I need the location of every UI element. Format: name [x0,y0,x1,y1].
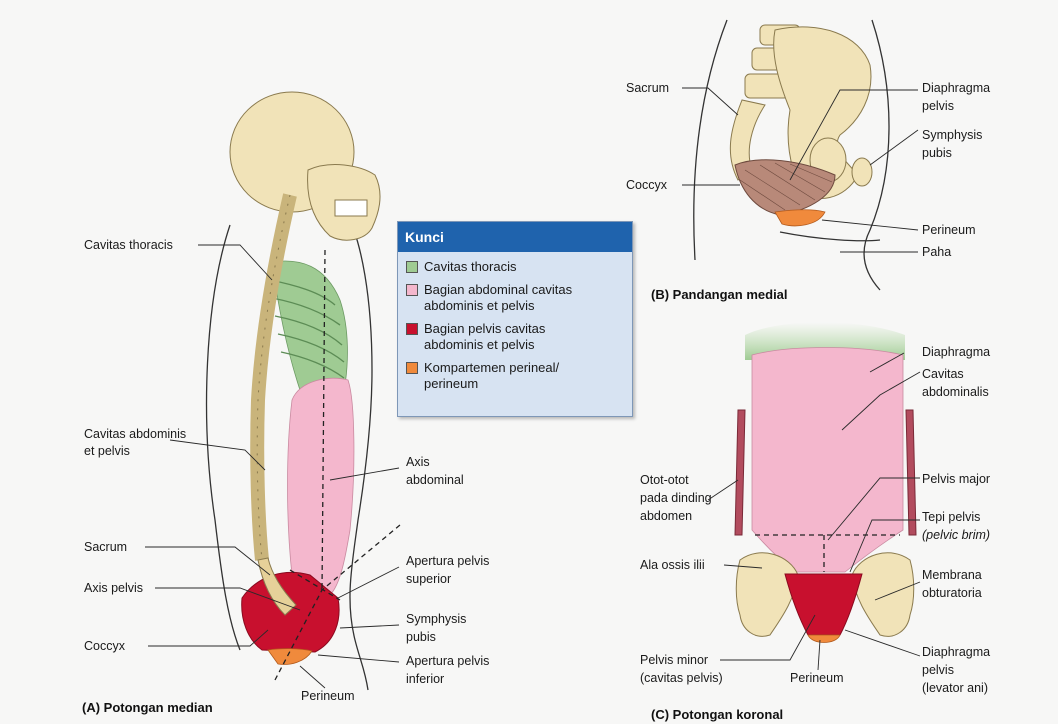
label-diaphragma-pelvis-b-line2: pelvis [922,99,954,113]
abdominal-wall-right [906,410,916,535]
abdominal-cavity-c [752,348,903,573]
label-diaphragma-pelvis-c-line1: Diaphragma [922,645,990,659]
caption-panel-c: (C) Potongan koronal [651,707,783,722]
pelvic-cavity-c [785,574,862,635]
label-perineum-c: Perineum [790,671,844,685]
vertebral-column [257,195,290,560]
label-cavitas-thoracis: Cavitas thoracis [84,238,173,252]
abdominal-cavity [288,378,354,595]
label-axis-abdominal-line1: Axis [406,455,430,469]
label-membrana-line1: Membrana [922,568,982,582]
label-pelvis-major: Pelvis major [922,472,990,486]
symphysis-pubis-b [852,158,872,186]
label-tepi-pelvis-line1: Tepi pelvis [922,510,980,524]
perineal-compartment [268,649,312,665]
label-coccyx-a: Coccyx [84,639,126,653]
label-symphysis-a-line1: Symphysis [406,612,466,626]
caption-panel-a: (A) Potongan median [82,700,213,715]
label-sacrum-b: Sacrum [626,81,669,95]
body-outline-b [694,20,727,260]
label-apertura-inferior-line1: Apertura pelvis [406,654,489,668]
label-sacrum-a: Sacrum [84,540,127,554]
legend-box: Kunci Cavitas thoracis Bagian abdominal … [397,221,633,417]
label-cavitas-abdominis-line2: et pelvis [84,444,130,458]
label-axis-pelvis: Axis pelvis [84,581,143,595]
legend-swatch-green [406,261,418,273]
label-tepi-pelvis-line2: (pelvic brim) [922,528,990,542]
label-membrana-line2: obturatoria [922,586,982,600]
abdominal-wall-left [735,410,745,535]
label-apertura-superior-line1: Apertura pelvis [406,554,489,568]
legend-swatch-red [406,323,418,335]
label-pelvis-minor-line2: (cavitas pelvis) [640,671,723,685]
panel-a-median-section [207,92,400,690]
legend-swatch-pink [406,284,418,296]
label-ala-ossis-ilii: Ala ossis ilii [640,558,705,572]
legend-text: Kompartemen perineal/perineum [424,360,559,392]
label-coccyx-b: Coccyx [626,178,668,192]
label-symphysis-a-line2: pubis [406,630,436,644]
label-perineum-b: Perineum [922,223,976,237]
thigh-lower-b [780,232,880,241]
label-pelvis-minor-line1: Pelvis minor [640,653,708,667]
label-axis-abdominal-line2: abdominal [406,473,464,487]
label-cavitas-abdominalis-line2: abdominalis [922,385,989,399]
label-cavitas-abdominis-line1: Cavitas abdominis [84,427,186,441]
label-perineum-a: Perineum [301,689,355,703]
caption-panel-b: (B) Pandangan medial [651,287,788,302]
label-paha: Paha [922,245,951,259]
label-apertura-superior-line2: superior [406,572,451,586]
label-symphysis-b-line2: pubis [922,146,952,160]
ilium-left [736,553,798,637]
perineum-c [808,635,840,643]
label-diaphragma-c: Diaphragma [922,345,990,359]
ilium-right [852,553,914,637]
label-otot-line1: Otot-otot [640,473,689,487]
panel-b-medial-view [694,20,889,290]
label-diaphragma-pelvis-b-line1: Diaphragma [922,81,990,95]
label-otot-line2: pada dinding [640,491,712,505]
label-apertura-inferior-line2: inferior [406,672,444,686]
legend-text: Cavitas thoracis [424,259,516,275]
legend-item-cavitas-thoracis: Cavitas thoracis [406,259,624,275]
legend-swatch-orange [406,362,418,374]
label-cavitas-abdominalis-line1: Cavitas [922,367,964,381]
teeth [335,200,367,216]
legend-item-kompartemen-perineal: Kompartemen perineal/perineum [406,360,624,392]
legend-list: Cavitas thoracis Bagian abdominal cavita… [398,259,632,392]
legend-title: Kunci [398,222,632,252]
label-otot-line3: abdomen [640,509,692,523]
label-diaphragma-pelvis-c-line3: (levator ani) [922,681,988,695]
label-symphysis-b-line1: Symphysis [922,128,982,142]
label-diaphragma-pelvis-c-line2: pelvis [922,663,954,677]
perineum-b [775,210,825,226]
